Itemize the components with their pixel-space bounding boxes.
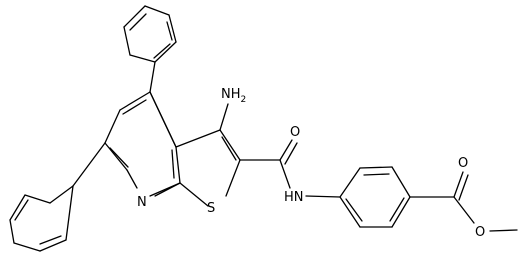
bond-nh-aryl: [305, 195, 341, 198]
ester-carbonyl-o-label: O: [458, 156, 468, 171]
amide-o-label: O: [290, 125, 300, 140]
bond-co-nh: [279, 159, 291, 189]
bond-c6-phenyl: [72, 142, 106, 187]
pyridine-ring: [104, 91, 181, 197]
bond-ester-co-2: [458, 174, 469, 201]
phenyl-ring-bottom: [9, 185, 74, 252]
amino-label: NH2: [221, 87, 246, 105]
bond-c4-phenyl: [149, 61, 156, 93]
benzene-ring-para: [339, 166, 411, 228]
thiophene-ring: [149, 91, 241, 207]
bond-n-c7a: [154, 182, 181, 197]
pyridine-n-label: N: [137, 195, 147, 210]
bond-ester-o: [453, 196, 475, 224]
bond-co-double-2: [284, 142, 298, 165]
bond-n-c: [126, 169, 138, 189]
ester-ether-o-label: O: [475, 225, 485, 240]
bond-o-methyl: [489, 229, 518, 232]
amide-nh-label: HN: [284, 190, 304, 205]
bond-co-double-1: [279, 139, 293, 161]
bond-ester-co-1: [453, 171, 464, 198]
phenyl-ring-top: [123, 5, 177, 63]
bond-c3-nh2: [219, 103, 229, 131]
thiophene-s-label: S: [207, 201, 215, 216]
